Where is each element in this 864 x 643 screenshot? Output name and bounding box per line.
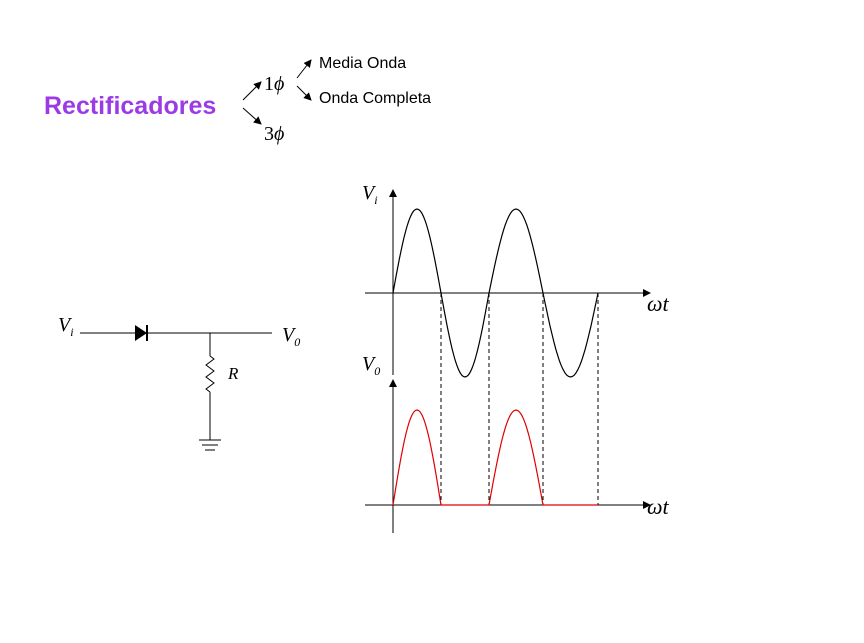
three-phase-label: 3ϕ — [264, 123, 284, 145]
full-wave-label: Onda Completa — [319, 90, 431, 107]
projection-lines — [440, 293, 599, 505]
output-waveform-graph: V0 ωt — [362, 353, 670, 533]
input-axis-label: Vi — [362, 182, 378, 207]
output-x-axis-label: ωt — [647, 494, 670, 519]
resistor-symbol — [205, 355, 215, 393]
classification-tree: 1ϕ 3ϕ Media Onda Onda Completa — [242, 55, 431, 145]
rectified-output-wave — [392, 409, 598, 506]
ground-icon — [199, 439, 221, 451]
input-voltage-label: Vi — [58, 314, 74, 339]
input-x-axis-label: ωt — [647, 291, 670, 316]
single-phase-label: 1ϕ — [264, 73, 284, 95]
arrow-to-single-phase — [242, 81, 262, 101]
arrow-to-full-wave — [296, 85, 312, 101]
page-title: Rectificadores — [44, 92, 217, 120]
arrow-to-half-wave — [296, 59, 312, 79]
output-voltage-label: V0 — [282, 324, 300, 349]
output-axis-label: V0 — [362, 353, 380, 378]
rectifier-circuit: Vi V0 R — [58, 314, 300, 451]
diode-symbol — [135, 325, 148, 341]
arrow-to-three-phase — [242, 107, 262, 125]
input-waveform-graph: Vi ωt — [362, 182, 670, 378]
half-wave-label: Media Onda — [319, 55, 406, 72]
resistor-label: R — [227, 364, 239, 383]
